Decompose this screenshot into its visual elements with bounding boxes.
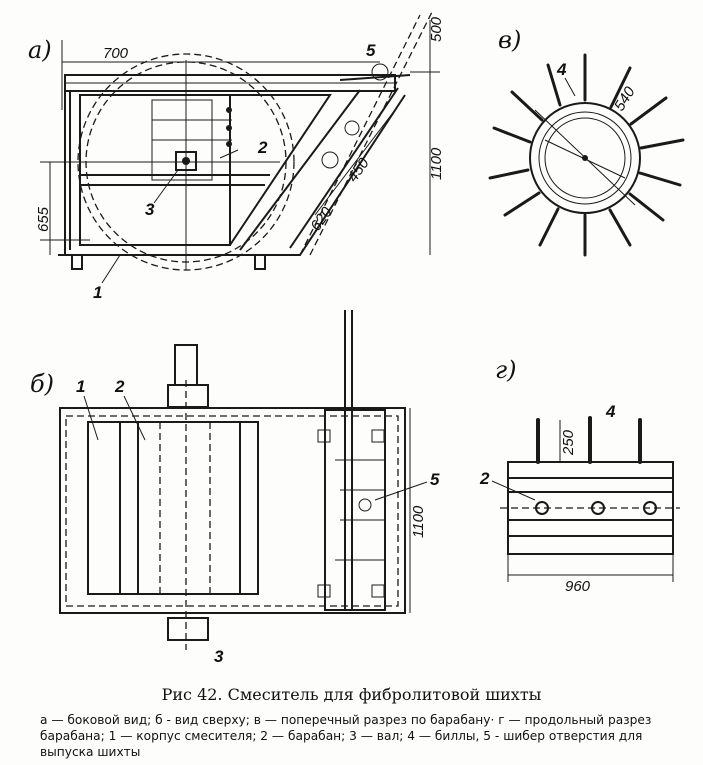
view-g-label: г) [495, 356, 517, 384]
view-a-ref-3: 3 [145, 200, 155, 219]
view-v-dim-540: 540 [611, 83, 639, 114]
view-a-dim-500: 500 [428, 16, 445, 42]
caption-legend: а — боковой вид; б - вид сверху; в — поп… [40, 713, 652, 759]
view-b-label: б) [30, 370, 54, 398]
view-g-ref-4: 4 [605, 402, 616, 421]
view-b-ref-2: 2 [114, 377, 125, 396]
view-a-dim-1100: 1100 [428, 147, 445, 180]
view-a-ref-1: 1 [93, 283, 102, 302]
view-g-ref-2: 2 [479, 469, 490, 488]
view-g-dim-960: 960 [565, 578, 591, 595]
view-b-top: б) 1100 1 2 5 3 [30, 310, 440, 666]
view-v-ref-4: 4 [556, 60, 567, 79]
view-b-ref-1: 1 [76, 377, 85, 396]
view-a-ref-5: 5 [366, 41, 376, 60]
view-v-label: в) [498, 26, 521, 54]
view-g-longitudinal: г) 250 960 4 2 [479, 356, 680, 595]
view-b-dim-1100: 1100 [410, 505, 427, 538]
view-a-label: а) [28, 36, 52, 64]
view-g-dim-250: 250 [560, 429, 577, 456]
view-b-ref-3: 3 [214, 647, 224, 666]
view-v-cross-section: в) 4 540 [488, 26, 685, 257]
view-a-side: а) 700 [28, 11, 445, 302]
view-a-ref-2: 2 [257, 138, 268, 157]
view-b-ref-5: 5 [430, 470, 440, 489]
view-a-dim-700: 700 [103, 45, 129, 62]
caption-title: Рис 42. Смеситель для фибролитовой шихты [161, 685, 542, 704]
view-a-dim-655: 655 [35, 206, 52, 232]
